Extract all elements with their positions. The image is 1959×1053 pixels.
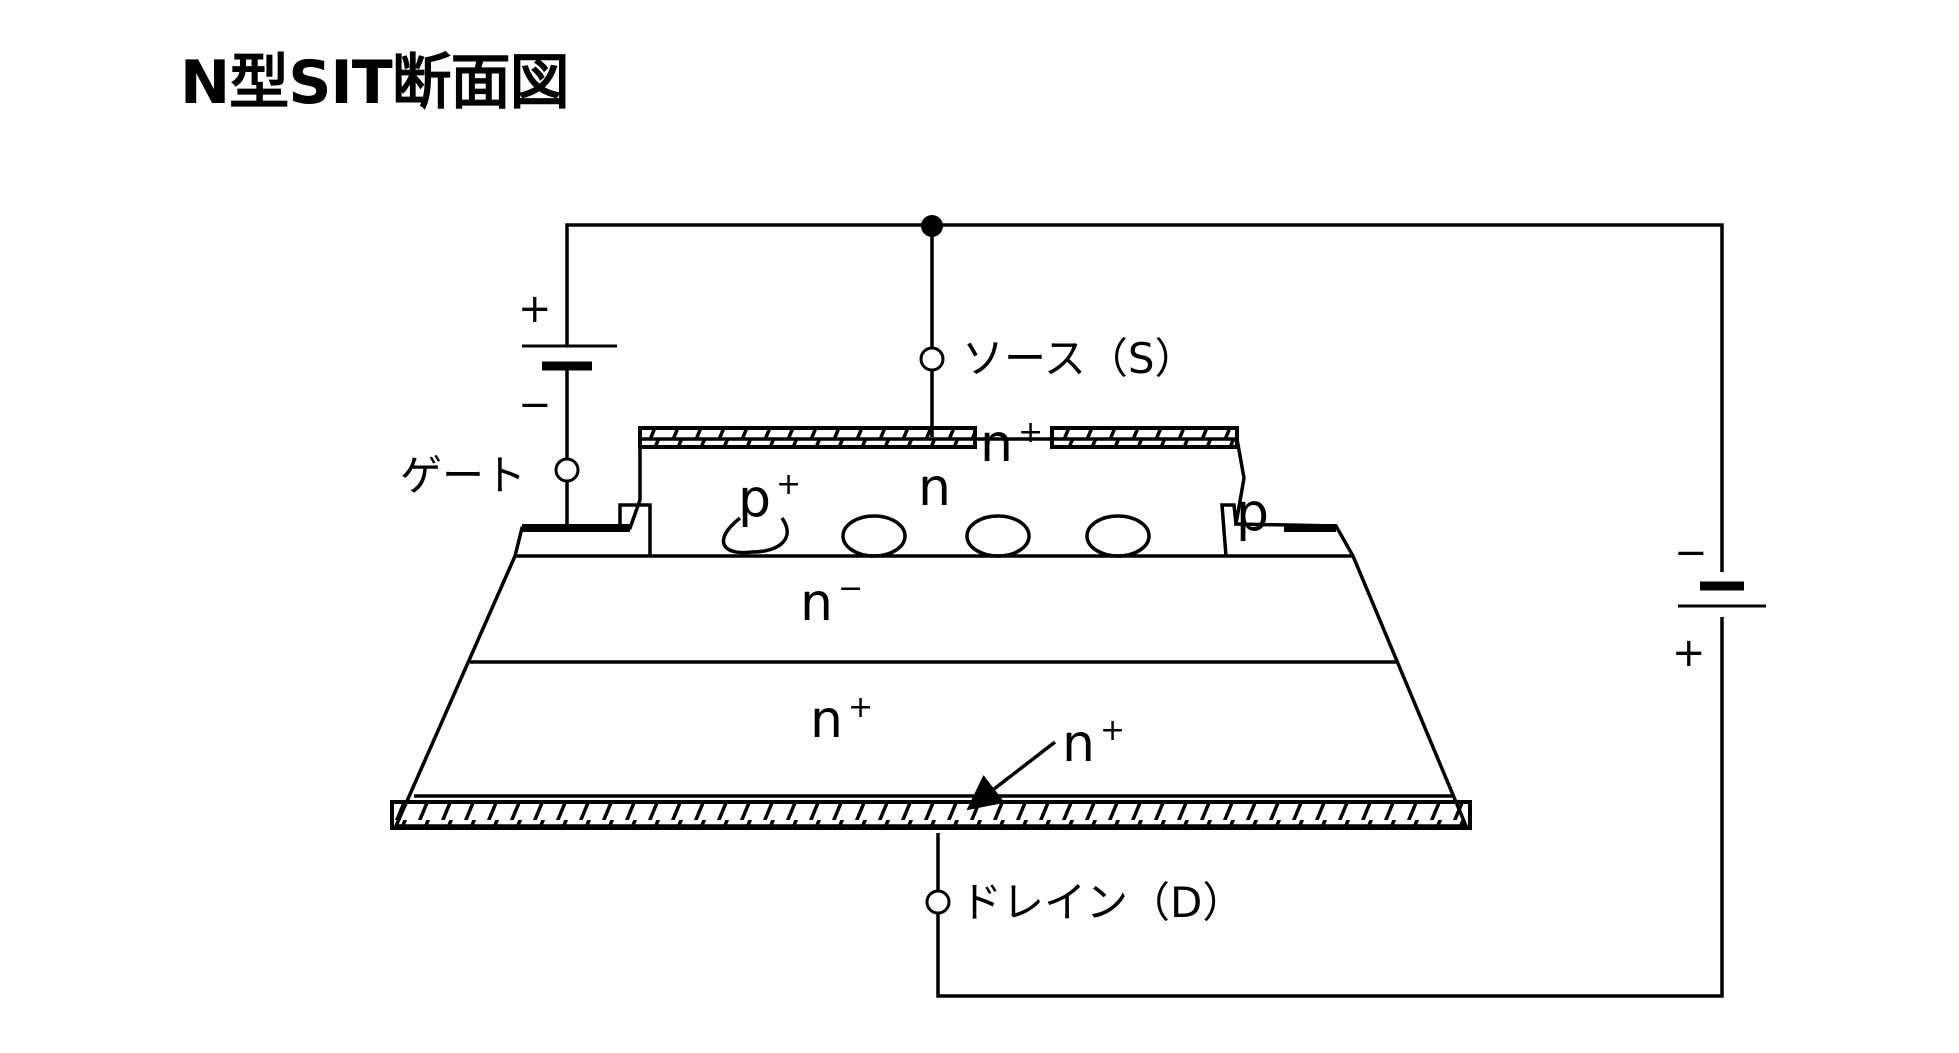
left-gate-notch [618, 503, 652, 556]
region-n-label: n [918, 458, 951, 518]
region-top-label: n [980, 414, 1013, 474]
drain-label: ドレイン（D） [960, 878, 1244, 927]
gate-label: ゲート [400, 451, 526, 500]
p-plus-gate-region [721, 516, 789, 555]
gate-battery-plus: + [518, 286, 552, 332]
region-p-plus-sup: + [776, 467, 801, 502]
region-bottom-sup: + [1100, 713, 1125, 748]
drain-battery-minus: − [1674, 530, 1708, 576]
drain-terminal[interactable] [925, 889, 951, 915]
gate-terminal[interactable] [554, 457, 580, 483]
top-wire [565, 223, 1724, 572]
region-n-minus-label: n [800, 573, 833, 633]
region-p-label: p [1236, 483, 1269, 543]
source-electrode-right [1050, 426, 1239, 449]
gate-battery-minus: − [518, 382, 552, 428]
source-electrode-left [638, 426, 977, 449]
region-bottom-label: n [1062, 714, 1095, 774]
bottom-n-plus-arrow [966, 740, 1057, 811]
region-n-minus-sup: − [838, 571, 863, 606]
gate-region-1 [841, 514, 907, 558]
circuit-wires [565, 223, 1724, 998]
gate-regions [721, 514, 1151, 558]
region-substrate-sup: + [848, 690, 873, 725]
drain-electrode [390, 800, 1472, 830]
page-title: N型SIT断面図 [180, 48, 570, 118]
drain-battery [1678, 581, 1766, 608]
region-substrate-label: n [810, 690, 843, 750]
source-label: ソース（S） [962, 334, 1197, 383]
region-p-plus-label: p [738, 469, 771, 529]
source-junction-dot [921, 215, 943, 237]
gate-battery [522, 344, 617, 371]
right-gate-notch [1220, 503, 1238, 557]
bottom-wire [936, 617, 1724, 998]
gate-region-3 [1085, 514, 1151, 558]
source-terminal[interactable] [919, 346, 945, 372]
gate-region-2 [965, 514, 1031, 558]
drain-battery-plus: + [1672, 630, 1706, 676]
region-top-sup: + [1018, 415, 1043, 450]
